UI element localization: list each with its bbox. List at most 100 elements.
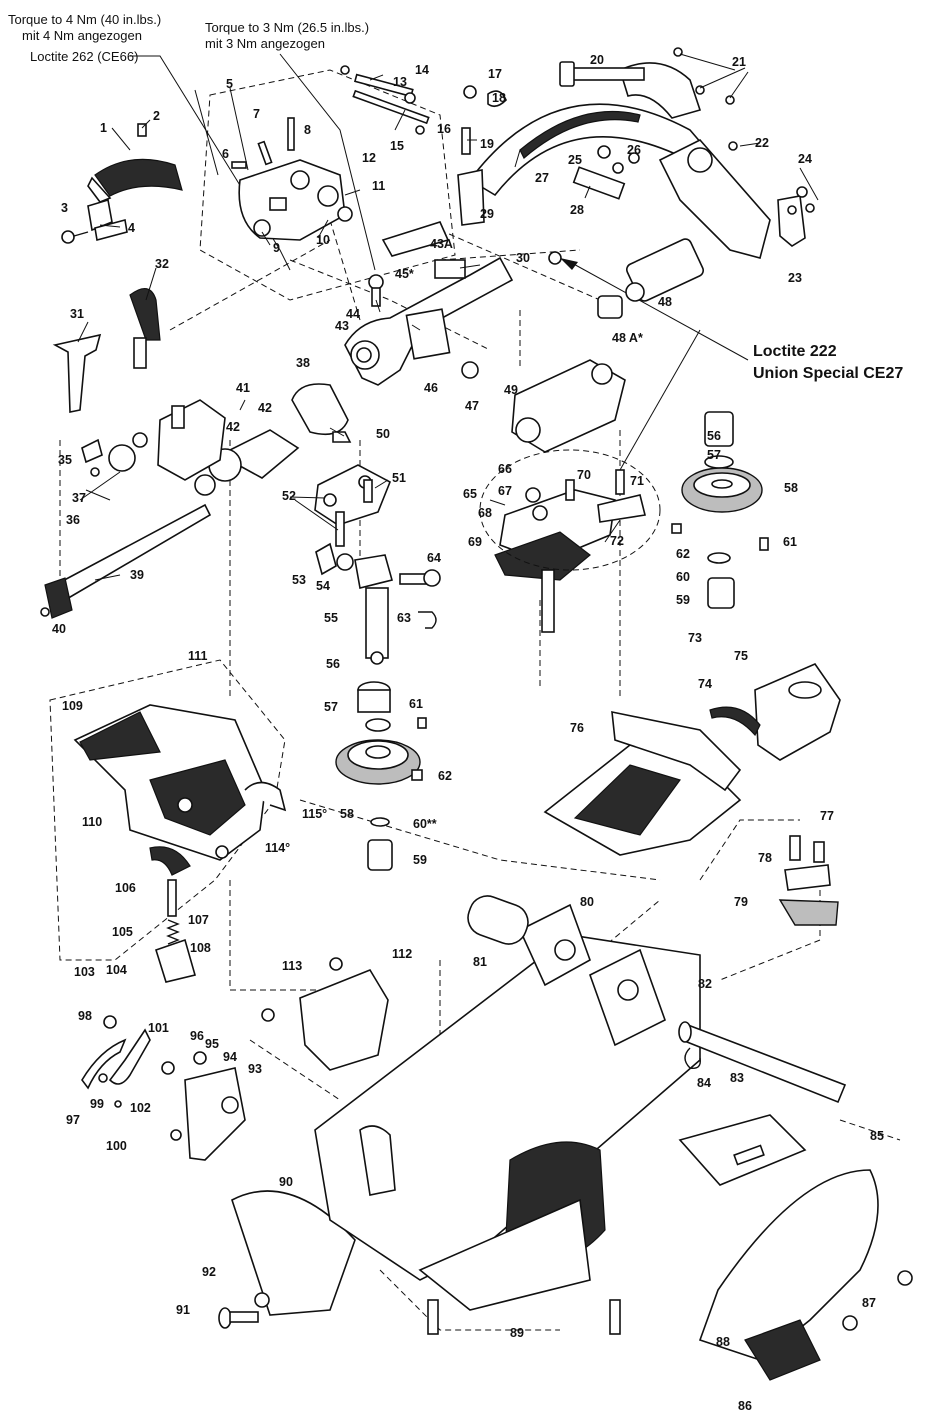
part-106 xyxy=(149,846,191,876)
callout-78: 78 xyxy=(758,851,772,865)
callout-4: 4 xyxy=(128,221,135,235)
callout-86: 86 xyxy=(738,1399,752,1413)
callout-72: 72 xyxy=(610,534,624,548)
part-plate-23 xyxy=(777,195,806,247)
callout-79: 79 xyxy=(734,895,748,909)
part-guard-73 xyxy=(543,710,742,856)
part-spring-105 xyxy=(166,879,180,945)
callout-7: 7 xyxy=(253,107,260,121)
callout-102: 102 xyxy=(130,1101,151,1115)
callout-111: 111 xyxy=(188,649,208,663)
callout-35: 35 xyxy=(58,453,72,467)
callout-20: 20 xyxy=(590,53,604,67)
callout-3: 3 xyxy=(61,201,68,215)
assembly-65-outline xyxy=(479,449,661,571)
callout-75: 75 xyxy=(734,649,748,663)
callout-17: 17 xyxy=(488,67,502,81)
part-cover-74 xyxy=(709,663,841,761)
callout-47: 47 xyxy=(465,399,479,413)
part-block-49 xyxy=(511,359,626,453)
part-plate-78-79 xyxy=(778,835,839,926)
callout-54: 54 xyxy=(316,579,330,593)
callout-110: 110 xyxy=(82,815,102,829)
callout-96: 96 xyxy=(190,1029,204,1043)
callout-66: 66 xyxy=(498,462,512,476)
callout-31: 31 xyxy=(70,307,84,321)
callout-50: 50 xyxy=(376,427,390,441)
part-rod-39 xyxy=(40,503,212,619)
torque-note-4nm-de: mit 4 Nm angezogen xyxy=(22,28,142,43)
part-screw-64 xyxy=(399,569,441,587)
callout-73: 73 xyxy=(688,631,702,645)
callout-101: 101 xyxy=(148,1021,169,1035)
part-cover-90 xyxy=(231,1190,356,1316)
callout-80: 80 xyxy=(580,895,594,909)
callout-16: 16 xyxy=(437,122,451,136)
callout-87: 87 xyxy=(862,1296,876,1310)
callout-1: 1 xyxy=(100,121,107,135)
part-bracket-41 xyxy=(157,399,226,481)
part-lever-32 xyxy=(129,288,161,369)
callout-2: 2 xyxy=(153,109,160,123)
callout-6: 6 xyxy=(222,147,229,161)
callout-53: 53 xyxy=(292,573,306,587)
callout-38: 38 xyxy=(296,356,310,370)
part-pin-63 xyxy=(418,611,437,629)
callout-93: 93 xyxy=(248,1062,262,1076)
torque-note-3nm-de: mit 3 Nm angezogen xyxy=(205,36,325,51)
callout-57r: 57 xyxy=(707,448,721,462)
callout-90: 90 xyxy=(279,1175,293,1189)
callout-89: 89 xyxy=(510,1326,524,1340)
callout-39: 39 xyxy=(130,568,144,582)
callout-23: 23 xyxy=(788,271,802,285)
callout-112: 112 xyxy=(392,947,412,961)
part-assembly-65 xyxy=(494,469,646,633)
callout-98: 98 xyxy=(78,1009,92,1023)
bracket-outline xyxy=(199,69,456,301)
callout-97: 97 xyxy=(66,1113,80,1127)
callout-62r: 62 xyxy=(676,547,690,561)
part-main-housing xyxy=(314,895,701,1311)
callout-36: 36 xyxy=(66,513,80,527)
callout-11: 11 xyxy=(372,179,385,193)
loctite-262-note: Loctite 262 (CE66) xyxy=(30,49,138,64)
callout-109: 109 xyxy=(62,699,83,713)
part-screw-3 xyxy=(61,230,89,244)
callout-88: 88 xyxy=(716,1335,730,1349)
callout-61l: 61 xyxy=(409,697,423,711)
callout-68: 68 xyxy=(478,506,492,520)
callout-46: 46 xyxy=(424,381,438,395)
callout-67: 67 xyxy=(498,484,512,498)
callout-57l: 57 xyxy=(324,700,338,714)
callout-103: 103 xyxy=(74,965,95,979)
part-screw-47 xyxy=(461,361,479,379)
loctite222-leader-2 xyxy=(619,329,701,471)
callout-42b: 42 xyxy=(226,420,240,434)
callout-55: 55 xyxy=(324,611,338,625)
callout-113: 113 xyxy=(282,959,302,973)
part-bushing-48A xyxy=(597,295,623,319)
callout-43A: 43A xyxy=(430,237,453,251)
callout-61r: 61 xyxy=(783,535,797,549)
part-small-hardware-17-26 xyxy=(461,47,815,213)
callout-77: 77 xyxy=(820,809,834,823)
callout-labels: 1 2 3 4 5 6 7 8 9 10 11 12 13 14 15 16 1… xyxy=(52,53,884,1413)
callout-leaders xyxy=(77,53,819,581)
callout-62l: 62 xyxy=(438,769,452,783)
foot-assembly-outline xyxy=(49,659,286,961)
part-gear-segment xyxy=(87,158,183,203)
callout-12: 12 xyxy=(362,151,376,165)
callout-99: 99 xyxy=(90,1097,104,1111)
callout-69: 69 xyxy=(468,535,482,549)
part-pin-2 xyxy=(137,123,147,137)
loctite262-leader xyxy=(130,55,291,271)
part-shaft-55 xyxy=(354,554,393,665)
callout-82: 82 xyxy=(698,977,712,991)
callout-8: 8 xyxy=(304,123,311,137)
callout-52: 52 xyxy=(282,489,296,503)
callout-92: 92 xyxy=(202,1265,216,1279)
callout-60r: 60 xyxy=(676,570,690,584)
callout-37: 37 xyxy=(72,491,86,505)
part-nut-50 xyxy=(332,431,352,443)
